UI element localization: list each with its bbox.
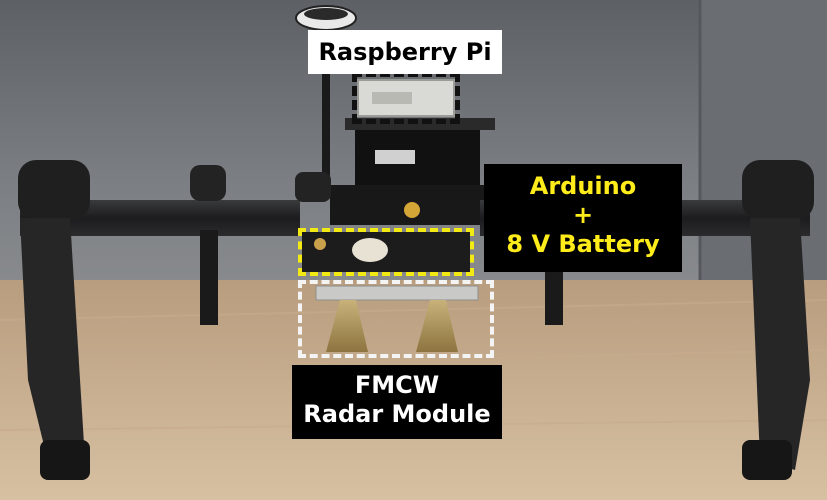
fmcw-label-line2: Radar Module xyxy=(303,399,491,428)
left-landing-leg xyxy=(20,218,85,470)
radar-antenna-right xyxy=(416,300,458,352)
radar-antenna-left xyxy=(326,300,368,352)
fmcw-radar-label: FMCW Radar Module xyxy=(292,365,502,439)
raspberry-pi-label-text: Raspberry Pi xyxy=(318,38,492,66)
arduino-label-line1: Arduino xyxy=(529,172,637,200)
raspberry-pi-label: Raspberry Pi xyxy=(308,30,502,74)
arduino-highlight-box xyxy=(298,228,474,276)
right-landing-leg xyxy=(750,218,810,470)
motor-front-left xyxy=(18,160,90,220)
motor-front-right xyxy=(742,160,814,220)
fmcw-label-line1: FMCW xyxy=(354,371,440,399)
raspberry-pi-highlight-box xyxy=(352,72,460,124)
arduino-label-line2: + xyxy=(572,200,594,229)
radar-highlight-box xyxy=(298,280,494,358)
left-arm xyxy=(20,200,300,236)
arduino-label-line3: 8 V Battery xyxy=(506,229,660,258)
arduino-battery-label: Arduino + 8 V Battery xyxy=(484,164,682,272)
